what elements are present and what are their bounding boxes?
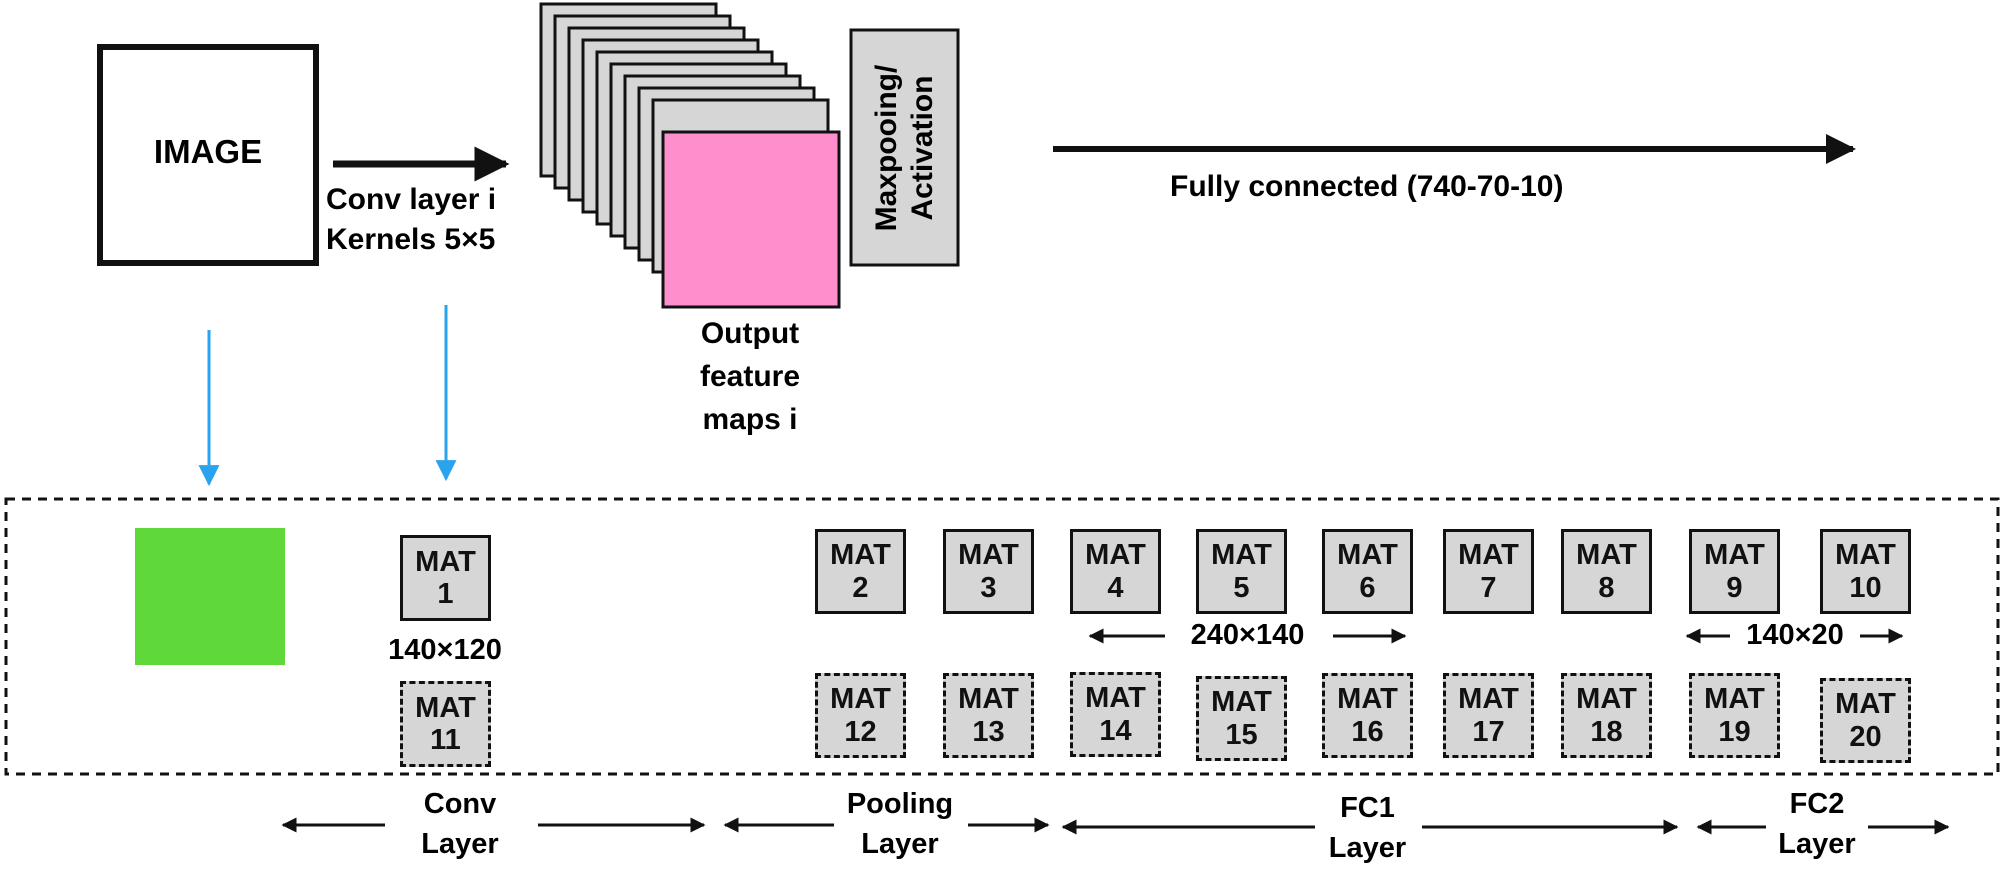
mat-20: MAT 20 xyxy=(1820,678,1911,763)
output-feature-map xyxy=(661,130,841,309)
mat-label: MAT xyxy=(415,545,476,578)
mat-13: MAT 13 xyxy=(943,673,1034,758)
mat-label: MAT xyxy=(1337,683,1398,716)
image-box xyxy=(97,44,319,266)
mat-label: MAT xyxy=(1576,683,1637,716)
mat-18: MAT 18 xyxy=(1561,673,1652,758)
fc-label: Fully connected (740-70-10) xyxy=(1170,170,1564,203)
maxpool-box xyxy=(849,28,960,267)
mat-number: 15 xyxy=(1225,718,1258,751)
mat-label: MAT xyxy=(1337,539,1398,572)
mat-12: MAT 12 xyxy=(815,673,906,758)
conv-label-line1: Conv layer i xyxy=(326,183,497,216)
mat-number: 1 xyxy=(437,578,454,610)
conv-label-line2: Kernels 5×5 xyxy=(326,223,496,256)
layer-label-fc1: FC1 Layer xyxy=(1310,788,1425,868)
mat-7: MAT 7 xyxy=(1443,529,1534,614)
maxpool-label-line2: Activation xyxy=(905,74,939,221)
mat-label: MAT xyxy=(1085,539,1146,572)
mat-number: 4 xyxy=(1107,571,1124,604)
mat-number: 17 xyxy=(1472,715,1505,748)
layer-label-line1: Conv xyxy=(423,788,497,820)
layer-label-fc2: FC2 Layer xyxy=(1762,784,1872,864)
mat-15: MAT 15 xyxy=(1196,676,1287,761)
mat-number: 5 xyxy=(1233,571,1250,604)
mat-19: MAT 19 xyxy=(1689,673,1780,758)
dim-mat1: 140×120 xyxy=(388,634,502,666)
mat-label: MAT xyxy=(1458,539,1519,572)
mat-label: MAT xyxy=(1211,539,1272,572)
mat-number: 8 xyxy=(1598,571,1615,604)
layer-label-line1: FC2 xyxy=(1789,788,1845,820)
mat-label: MAT xyxy=(1704,539,1765,572)
mat-number: 3 xyxy=(980,571,997,604)
conv-label: Conv layer i Kernels 5×5 xyxy=(326,180,496,260)
output-label: Output feature maps i xyxy=(660,312,840,441)
mat-number: 2 xyxy=(852,571,869,604)
mat-number: 9 xyxy=(1726,571,1743,604)
mat-label: MAT xyxy=(958,683,1019,716)
mat-number: 11 xyxy=(430,724,461,756)
mat-number: 10 xyxy=(1849,571,1882,604)
maxpool-label-line1: Maxpooing/ xyxy=(869,64,903,231)
image-label: IMAGE xyxy=(153,133,263,170)
mat-label: MAT xyxy=(1085,682,1146,715)
mat-label: MAT xyxy=(1211,686,1272,719)
mat-8: MAT 8 xyxy=(1561,529,1652,614)
mat-number: 13 xyxy=(972,715,1005,748)
layer-label-conv: Conv Layer xyxy=(385,784,535,864)
layer-label-line2: Layer xyxy=(1778,828,1856,860)
mat-1: MAT 1 xyxy=(400,535,491,621)
mat-label: MAT xyxy=(830,683,891,716)
mat-label: MAT xyxy=(1458,683,1519,716)
layer-label-line2: Layer xyxy=(861,828,939,860)
mat-2: MAT 2 xyxy=(815,529,906,614)
mat-6: MAT 6 xyxy=(1322,529,1413,614)
mat-label: MAT xyxy=(415,691,476,724)
mat-5: MAT 5 xyxy=(1196,529,1287,614)
mat-4: MAT 4 xyxy=(1070,529,1161,614)
output-label-line3: maps i xyxy=(702,403,798,436)
mat-number: 20 xyxy=(1849,720,1882,753)
output-label-line1: Output xyxy=(700,317,800,350)
mat-14: MAT 14 xyxy=(1070,672,1161,757)
mat-number: 19 xyxy=(1718,715,1751,748)
mat-10: MAT 10 xyxy=(1820,529,1911,614)
mat-number: 7 xyxy=(1480,571,1497,604)
mat-16: MAT 16 xyxy=(1322,673,1413,758)
mat-label: MAT xyxy=(830,539,891,572)
layer-label-pooling: Pooling Layer xyxy=(830,784,970,864)
layer-label-line1: FC1 xyxy=(1340,792,1395,824)
mat-3: MAT 3 xyxy=(943,529,1034,614)
mat-11: MAT 11 xyxy=(400,681,491,767)
mat-number: 12 xyxy=(844,715,877,748)
maxpool-label: Maxpooing/ Activation xyxy=(851,30,958,265)
layer-label-line2: Layer xyxy=(421,828,499,860)
mat-label: MAT xyxy=(1704,683,1765,716)
mat-label: MAT xyxy=(1835,539,1896,572)
dim-mid: 240×140 xyxy=(1190,619,1305,651)
layer-label-line2: Layer xyxy=(1328,832,1407,864)
mat-number: 6 xyxy=(1359,571,1376,604)
mat-number: 16 xyxy=(1351,715,1384,748)
dim-right: 140×20 xyxy=(1746,619,1844,651)
mat-label: MAT xyxy=(958,539,1019,572)
layer-label-line1: Pooling xyxy=(846,788,954,820)
mat-label: MAT xyxy=(1835,688,1896,721)
mat-label: MAT xyxy=(1576,539,1637,572)
mat-17: MAT 17 xyxy=(1443,673,1534,758)
crossbar-container xyxy=(4,497,2000,776)
output-label-line2: feature xyxy=(699,360,801,393)
mat-number: 14 xyxy=(1099,714,1132,747)
image-patch xyxy=(135,528,285,665)
mat-9: MAT 9 xyxy=(1689,529,1780,614)
mat-number: 18 xyxy=(1590,715,1623,748)
